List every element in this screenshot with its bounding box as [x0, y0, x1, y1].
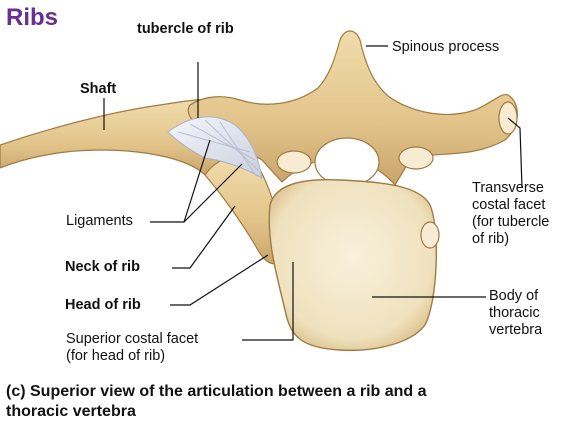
label-neck-of-rib: Neck of rib [65, 259, 140, 275]
label-head-of-rib: Head of rib [65, 297, 141, 313]
leader-ligaments-b [183, 163, 243, 223]
label-body-of-thoracic-vertebra: Body of thoracic vertebra [489, 288, 543, 338]
superior-costal-facet [420, 221, 440, 249]
vertebral-body [268, 178, 438, 352]
vertebral-arch [187, 30, 518, 187]
vertebral-foramen [314, 137, 380, 187]
leader-lines [103, 45, 523, 341]
leader-transverse [507, 117, 523, 189]
label-superior-costal-facet: Superior costal facet (for head of rib) [66, 331, 199, 364]
costotransverse-ligament [167, 116, 263, 179]
superior-articular-facet-right [398, 146, 434, 170]
label-transverse-costal-facet: Transverse costal facet (for tubercle of… [472, 180, 550, 247]
label-spinous-process: Spinous process [392, 39, 500, 55]
leader-superior-facet [242, 262, 294, 341]
label-ligaments: Ligaments [66, 213, 133, 229]
label-shaft: Shaft [80, 81, 117, 97]
page-title: Ribs [6, 4, 59, 31]
label-tubercle-of-rib: tubercle of rib [137, 21, 234, 37]
superior-articular-facet-left [276, 150, 312, 174]
leader-head [170, 254, 269, 306]
ligament-fibers [177, 119, 259, 177]
leader-neck [172, 205, 236, 269]
figure-caption: (c) Superior view of the articulation be… [6, 383, 427, 420]
